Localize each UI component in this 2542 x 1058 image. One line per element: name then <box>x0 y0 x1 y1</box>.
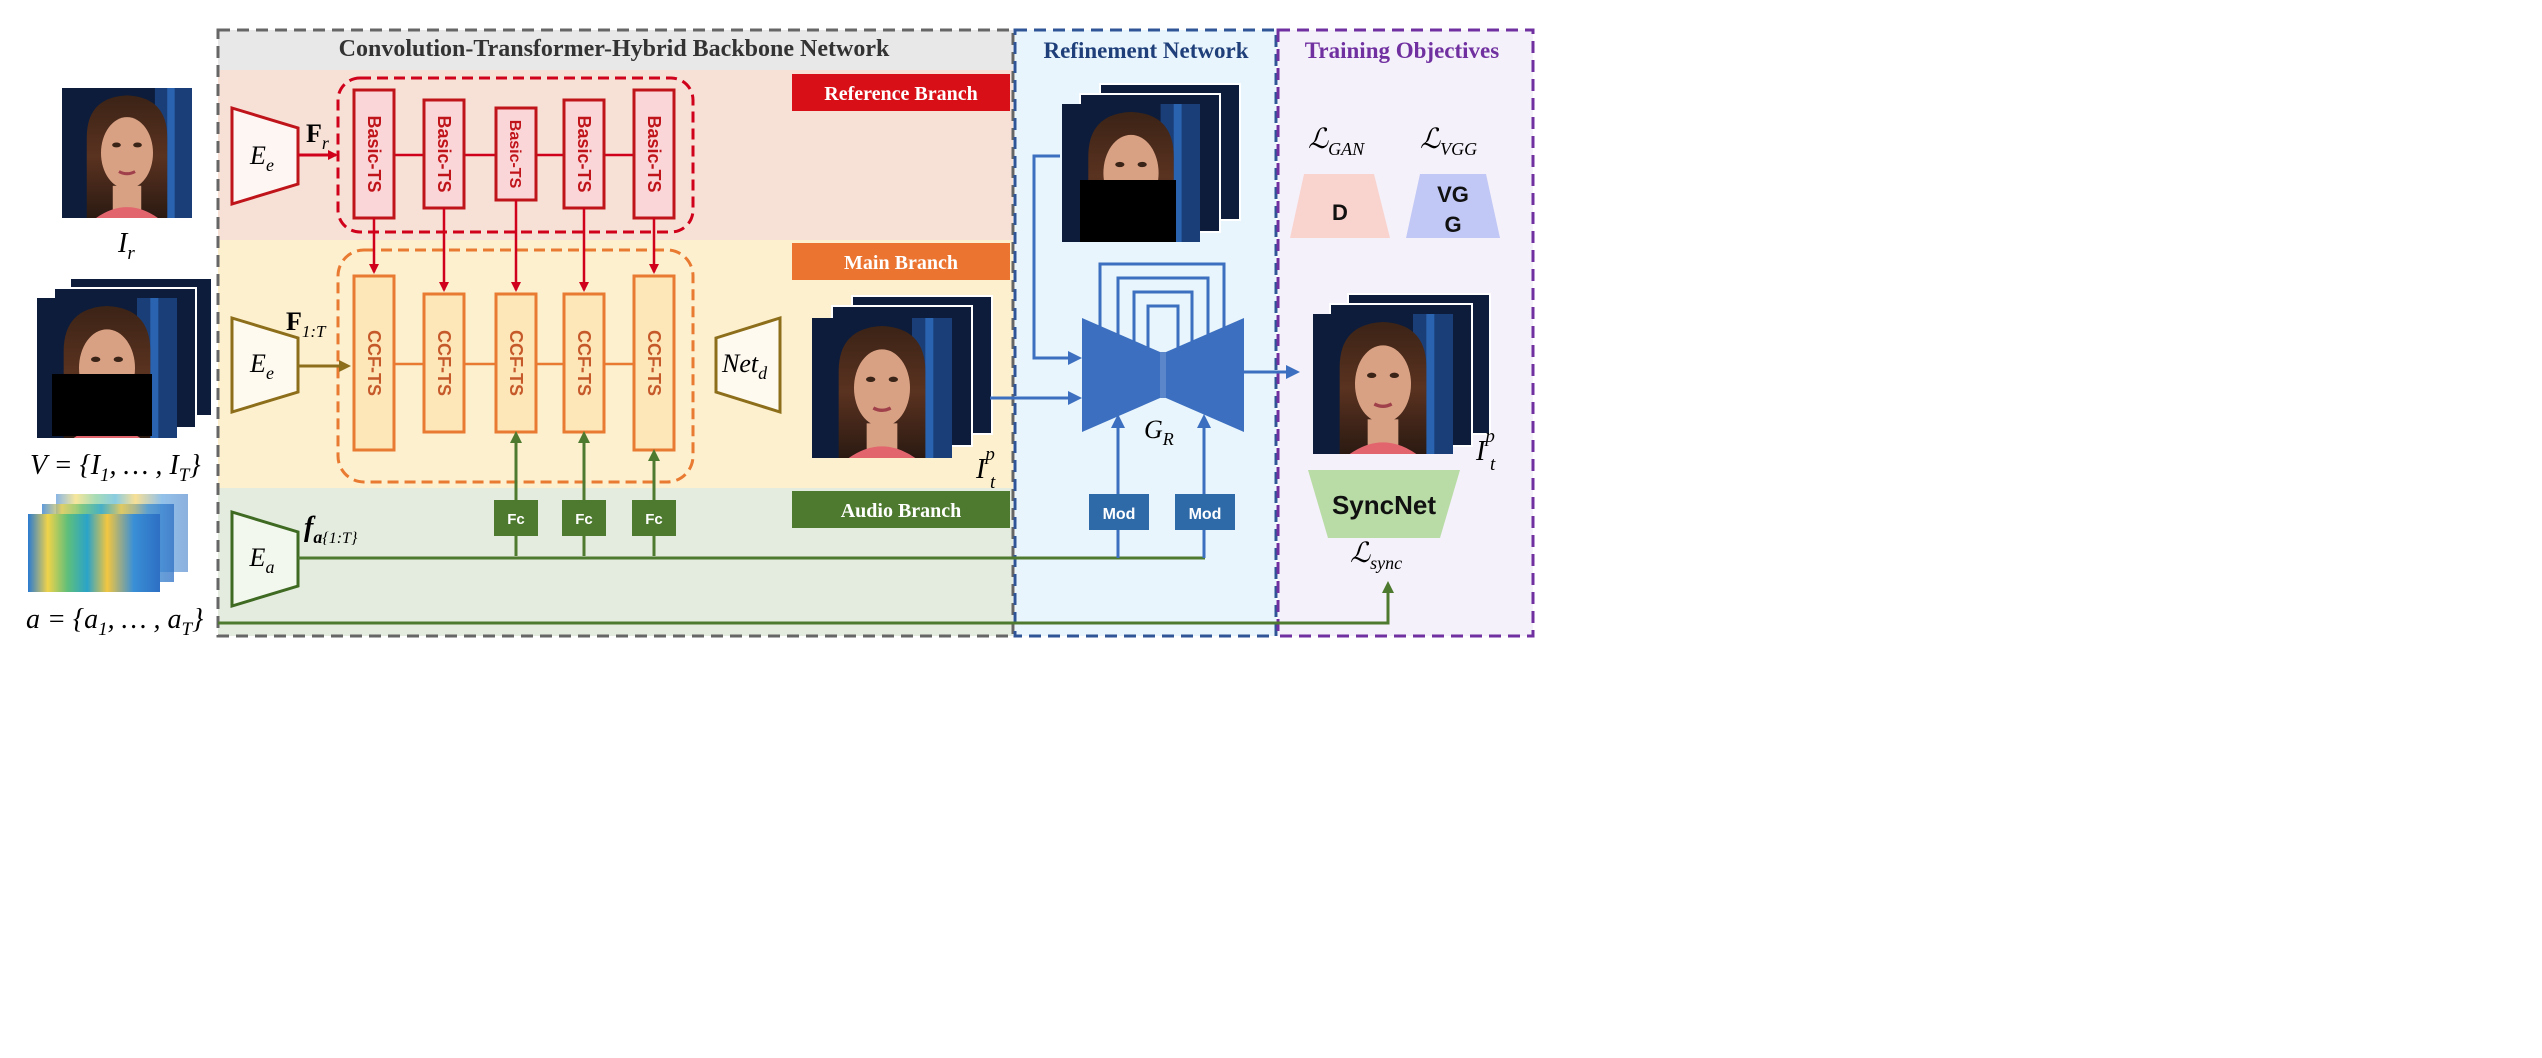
fc-block: Fc <box>494 500 538 536</box>
svg-text:Fc: Fc <box>645 511 663 528</box>
svg-text:CCF-TS: CCF-TS <box>574 330 594 396</box>
svg-text:Mod: Mod <box>1103 506 1136 523</box>
fc-block: Fc <box>632 500 676 536</box>
audio-encoder <box>230 509 300 609</box>
mod-blocks: Mod Mod <box>1089 494 1235 530</box>
reference-branch-label: Reference Branch <box>824 83 977 105</box>
main-feature-label: F1:T <box>286 307 327 341</box>
backbone-title: Convolution-Transformer-Hybrid Backbone … <box>339 36 890 62</box>
final-output-frames <box>1311 293 1491 454</box>
reference-branch-label-box <box>792 74 1010 111</box>
svg-text:SyncNet: SyncNet <box>1332 490 1436 520</box>
svg-text:CCF-TS: CCF-TS <box>364 330 384 396</box>
refinement-title: Refinement Network <box>1043 38 1248 63</box>
backbone-frame <box>216 28 1015 638</box>
backbone-title-band <box>218 30 1013 70</box>
svg-text:Basic-TS: Basic-TS <box>434 115 454 192</box>
svg-text:Mod: Mod <box>1189 506 1222 523</box>
ccf-ts-block: CCF-TS <box>562 292 606 434</box>
fc-to-main-arrows <box>510 431 660 556</box>
basic-ts-block: Basic-TS <box>352 88 396 220</box>
ccf-ts-block: CCF-TS <box>352 274 396 452</box>
audio-branch-label-box <box>792 491 1010 528</box>
reference-image <box>62 88 192 218</box>
reference-encoder <box>230 105 300 207</box>
refinement-arrows <box>990 154 1300 558</box>
syncnet-block: SyncNet <box>1308 470 1460 538</box>
main-encoder-label: Ee <box>249 349 274 383</box>
reference-blocks: Basic-TS Basic-TS Basic-TS Basic-TS Basi… <box>352 88 676 220</box>
basic-ts-block: Basic-TS <box>494 106 538 202</box>
backbone-output-frames <box>810 295 993 458</box>
decoder-label: Netd <box>721 349 768 383</box>
svg-text:CCF-TS: CCF-TS <box>644 330 664 396</box>
svg-text:CCF-TS: CCF-TS <box>434 330 454 396</box>
reference-block-group <box>336 76 695 234</box>
main-branch-label-box <box>792 243 1010 280</box>
fc-blocks: Fc Fc Fc <box>494 500 676 536</box>
audio-branch-label: Audio Branch <box>841 500 962 522</box>
main-blocks: CCF-TS CCF-TS CCF-TS CCF-TS CCF-TS <box>352 274 676 452</box>
basic-ts-block: Basic-TS <box>422 98 466 210</box>
svg-text:Basic-TS: Basic-TS <box>364 115 384 192</box>
objectives-title: Training Objectives <box>1305 38 1499 63</box>
video-input-label: V = {I1, … , IT} <box>30 450 201 486</box>
decoder-net <box>714 315 782 415</box>
discriminator-block: D <box>1290 174 1390 238</box>
main-encoder <box>230 315 300 415</box>
vgg-block: VG G <box>1406 174 1500 238</box>
reference-encoder-label: Ee <box>249 141 274 175</box>
audio-feature-label: fa{1:T} <box>304 512 358 547</box>
svg-text:Basic-TS: Basic-TS <box>506 120 523 189</box>
main-branch-label: Main Branch <box>844 252 958 274</box>
audio-encoder-label: Ea <box>249 543 275 577</box>
reference-to-main-arrows <box>369 200 659 292</box>
mod-block: Mod <box>1089 494 1149 530</box>
gan-loss-label: ℒGAN <box>1308 124 1365 159</box>
generator-label: GR <box>1144 415 1174 449</box>
ccf-ts-block: CCF-TS <box>494 292 538 434</box>
svg-text:CCF-TS: CCF-TS <box>506 330 526 396</box>
svg-text:VG: VG <box>1437 182 1469 207</box>
reference-image-label: Ir <box>117 228 135 264</box>
ccf-ts-block: CCF-TS <box>632 274 676 452</box>
svg-text:Basic-TS: Basic-TS <box>644 115 664 192</box>
fc-block: Fc <box>562 500 606 536</box>
generator-gr <box>1082 318 1244 432</box>
basic-ts-block: Basic-TS <box>632 88 676 220</box>
masked-video-stack <box>35 277 213 438</box>
ccf-ts-block: CCF-TS <box>422 292 466 434</box>
audio-input-label: a = {a1, … , aT} <box>26 604 203 640</box>
reference-frames-masked <box>1060 83 1241 242</box>
ref-feature-label: Fr <box>306 119 330 153</box>
basic-ts-block: Basic-TS <box>562 98 606 210</box>
mod-block: Mod <box>1175 494 1235 530</box>
vgg-loss-label: ℒVGG <box>1420 124 1477 159</box>
audio-spectrogram-stack <box>28 494 188 592</box>
svg-text:Fc: Fc <box>507 511 525 528</box>
svg-text:G: G <box>1444 212 1461 237</box>
sync-loss-label: ℒsync <box>1350 538 1402 573</box>
svg-text:Basic-TS: Basic-TS <box>574 115 594 192</box>
svg-text:D: D <box>1332 200 1348 225</box>
audio-feature-lines <box>218 556 1394 625</box>
svg-text:Fc: Fc <box>575 511 593 528</box>
